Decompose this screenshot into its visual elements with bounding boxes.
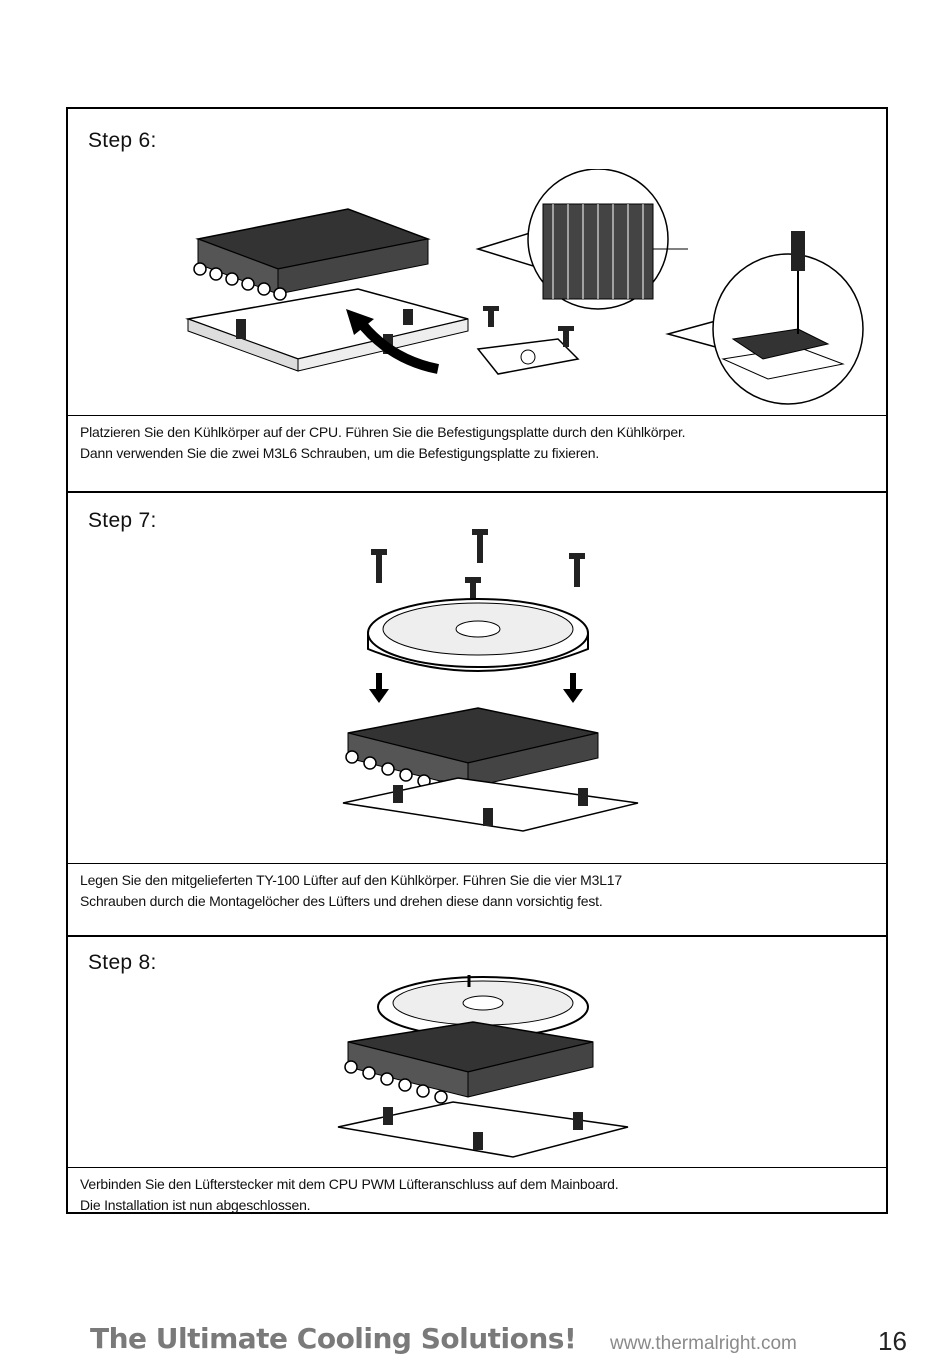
step-7-caption: Legen Sie den mitgelieferten TY-100 Lüft… [68, 863, 886, 935]
footer-url[interactable]: www.thermalright.com [610, 1333, 797, 1354]
step-7-caption-line-1: Legen Sie den mitgelieferten TY-100 Lüft… [80, 872, 622, 888]
footer-slogan: The Ultimate Cooling Solutions! [90, 1322, 577, 1355]
step-6-caption-line-1: Platzieren Sie den Kühlkörper auf der CP… [80, 424, 686, 440]
step-7-title: Step 7: [88, 509, 157, 532]
step-6-title: Step 6: [88, 129, 157, 152]
step-7-illustration [342, 529, 639, 832]
instruction-frame: Step 6: [66, 107, 888, 1214]
divider [68, 491, 886, 493]
step-8: Step 8: Verbinden Sie den Lüfterstecker … [68, 937, 886, 1214]
step-7-caption-line-2: Schrauben durch die Montagelöcher des Lü… [80, 893, 603, 909]
step-6-caption: Platzieren Sie den Kühlkörper auf der CP… [68, 415, 886, 491]
page-number: 16 [878, 1326, 907, 1356]
divider [68, 935, 886, 937]
step-7: Step 7: [68, 493, 886, 937]
step-8-caption-line-1: Verbinden Sie den Lüfterstecker mit dem … [80, 1176, 619, 1192]
step-6-illustration [185, 169, 864, 405]
step-8-title: Step 8: [88, 951, 157, 974]
step-8-caption-line-2: Die Installation ist nun abgeschlossen. [80, 1197, 311, 1213]
step-8-caption: Verbinden Sie den Lüfterstecker mit dem … [68, 1167, 886, 1214]
step-6: Step 6: [68, 109, 886, 491]
step-6-caption-line-2: Dann verwenden Sie die zwei M3L6 Schraub… [80, 445, 600, 461]
step-8-illustration [337, 975, 629, 1158]
